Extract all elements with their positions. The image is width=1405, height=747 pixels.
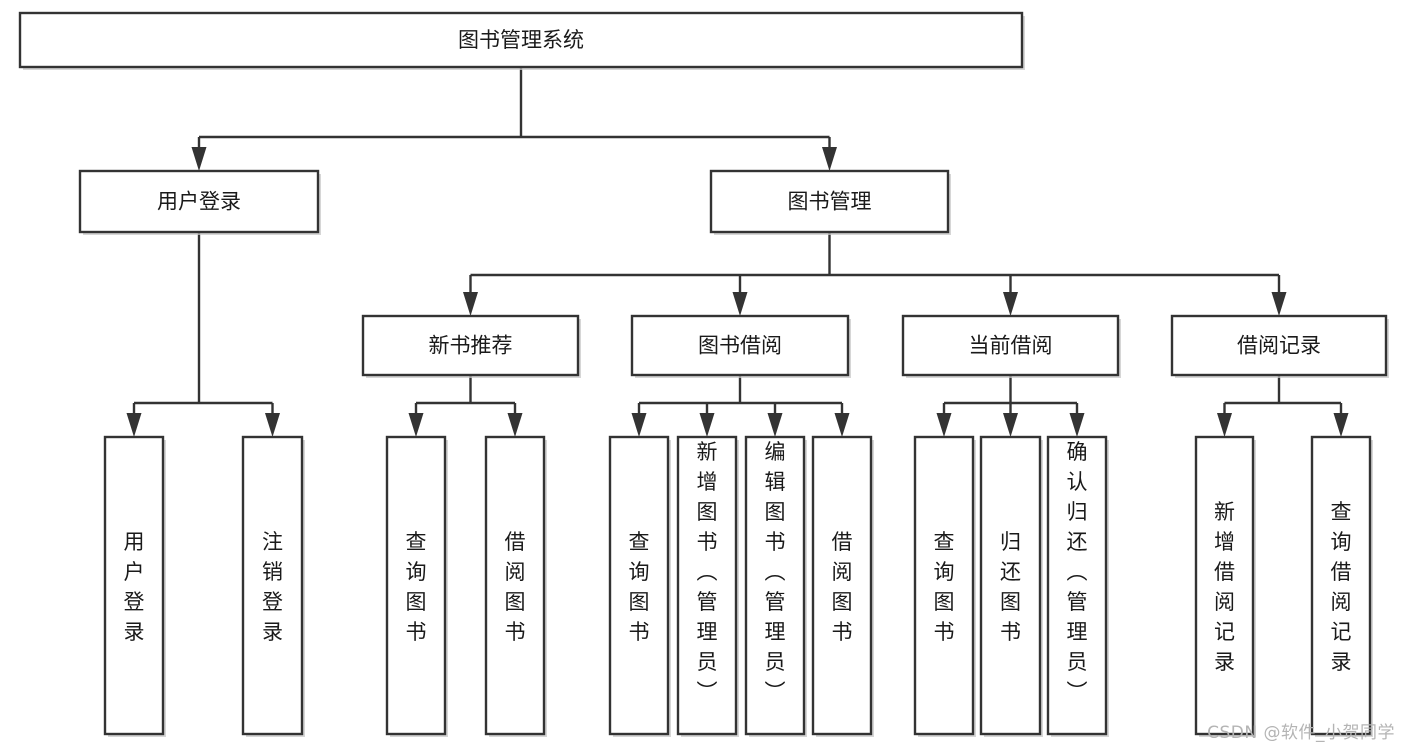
node-label: 借阅图书 [832,530,853,644]
node-box [484,435,546,736]
node-box [913,435,975,736]
node-box [1310,435,1372,736]
edges-layer [126,67,1349,437]
node-label: 借阅图书 [505,530,526,644]
node-label: 归还图书 [1000,530,1021,644]
edge-arrowhead [507,413,523,437]
node-leaf-add-book[interactable]: 新增图书︵管理员︶ [676,435,739,737]
node-box [361,314,580,377]
edge-arrowhead [191,147,207,171]
node-box [630,314,850,377]
node-leaf-user-login[interactable]: 用户登录 [103,435,166,737]
node-leaf-query-book-bb[interactable]: 查询图书 [608,435,671,737]
node-label: 新增图书︵管理员︶ [697,440,718,704]
node-box [18,11,1024,69]
node-box [979,435,1042,736]
edge-arrowhead [732,292,748,316]
edge-group-user-login [126,232,280,437]
node-label: 新增借阅记录 [1214,500,1235,674]
node-label: 当前借阅 [969,334,1053,358]
edge-group-new-book-rec [408,375,523,437]
node-borrow-record[interactable]: 借阅记录 [1170,314,1389,378]
edge-arrowhead [1271,292,1287,316]
edge-arrowhead [265,413,280,437]
edge-arrowhead [834,413,850,437]
node-box [385,435,447,736]
node-label: 查询图书 [629,530,650,644]
edge-arrowhead [126,413,142,437]
node-leaf-add-record[interactable]: 新增借阅记录 [1194,435,1256,737]
edge-arrowhead [408,413,424,437]
node-label: 图书管理 [788,190,872,214]
edge-arrowhead [631,413,647,437]
edge-arrowhead [767,413,783,437]
node-label: 新书推荐 [429,334,513,358]
node-box [241,435,304,736]
edge-group-borrow-record [1217,375,1349,437]
node-leaf-query-book-cb[interactable]: 查询图书 [913,435,976,737]
node-leaf-query-record[interactable]: 查询借阅记录 [1310,435,1373,737]
edge-arrowhead [822,147,837,171]
node-box [901,314,1120,377]
node-user-login[interactable]: 用户登录 [78,169,321,235]
edge-group-root [191,67,837,171]
watermark-text: CSDN @软件_小贺同学 [1207,723,1395,743]
node-label: 查询借阅记录 [1331,500,1352,674]
node-box [103,435,165,736]
edge-group-current-borrow [936,375,1085,437]
node-leaf-borrow-book-rec[interactable]: 借阅图书 [484,435,547,737]
edge-arrowhead [699,413,715,437]
node-label: 确认归还︵管理员︶ [1067,440,1088,704]
node-label: 用户登录 [157,190,241,214]
edge-arrowhead [1333,413,1349,437]
node-box [811,435,873,736]
node-label: 用户登录 [124,530,145,644]
node-label: 图书借阅 [698,334,782,358]
node-leaf-return-book[interactable]: 归还图书 [979,435,1043,737]
node-box [1046,435,1108,736]
node-box [1194,435,1255,736]
node-leaf-borrow-book-bb[interactable]: 借阅图书 [811,435,874,737]
node-book-manage[interactable]: 图书管理 [709,169,951,235]
edge-arrowhead [1003,413,1018,437]
edge-arrowhead [463,292,478,316]
node-new-book-rec[interactable]: 新书推荐 [361,314,581,378]
node-label: 图书管理系统 [458,28,584,52]
edge-arrowhead [936,413,952,437]
node-leaf-user-logout[interactable]: 注销登录 [241,435,305,737]
edge-arrowhead [1069,413,1085,437]
nodes-layer: 图书管理系统用户登录图书管理新书推荐图书借阅当前借阅借阅记录用户登录注销登录查询… [18,11,1389,737]
edge-group-book-manage [463,232,1287,316]
node-label: 编辑图书︵管理员︶ [765,440,786,704]
node-box [78,169,320,234]
edge-arrowhead [1217,413,1232,437]
node-label: 查询图书 [934,530,955,644]
node-box [709,169,950,234]
node-box [676,435,738,736]
node-label: 查询图书 [406,530,427,644]
edge-group-book-borrow [631,375,850,437]
node-box [744,435,806,736]
node-root[interactable]: 图书管理系统 [18,11,1025,70]
node-book-borrow[interactable]: 图书借阅 [630,314,851,378]
node-leaf-query-book-rec[interactable]: 查询图书 [385,435,448,737]
node-leaf-edit-book[interactable]: 编辑图书︵管理员︶ [744,435,807,737]
node-label: 借阅记录 [1237,334,1321,358]
node-current-borrow[interactable]: 当前借阅 [901,314,1121,378]
node-box [1170,314,1388,377]
node-label: 注销登录 [262,530,283,644]
node-leaf-confirm-return[interactable]: 确认归还︵管理员︶ [1046,435,1109,737]
node-box [608,435,670,736]
edge-arrowhead [1003,292,1018,316]
